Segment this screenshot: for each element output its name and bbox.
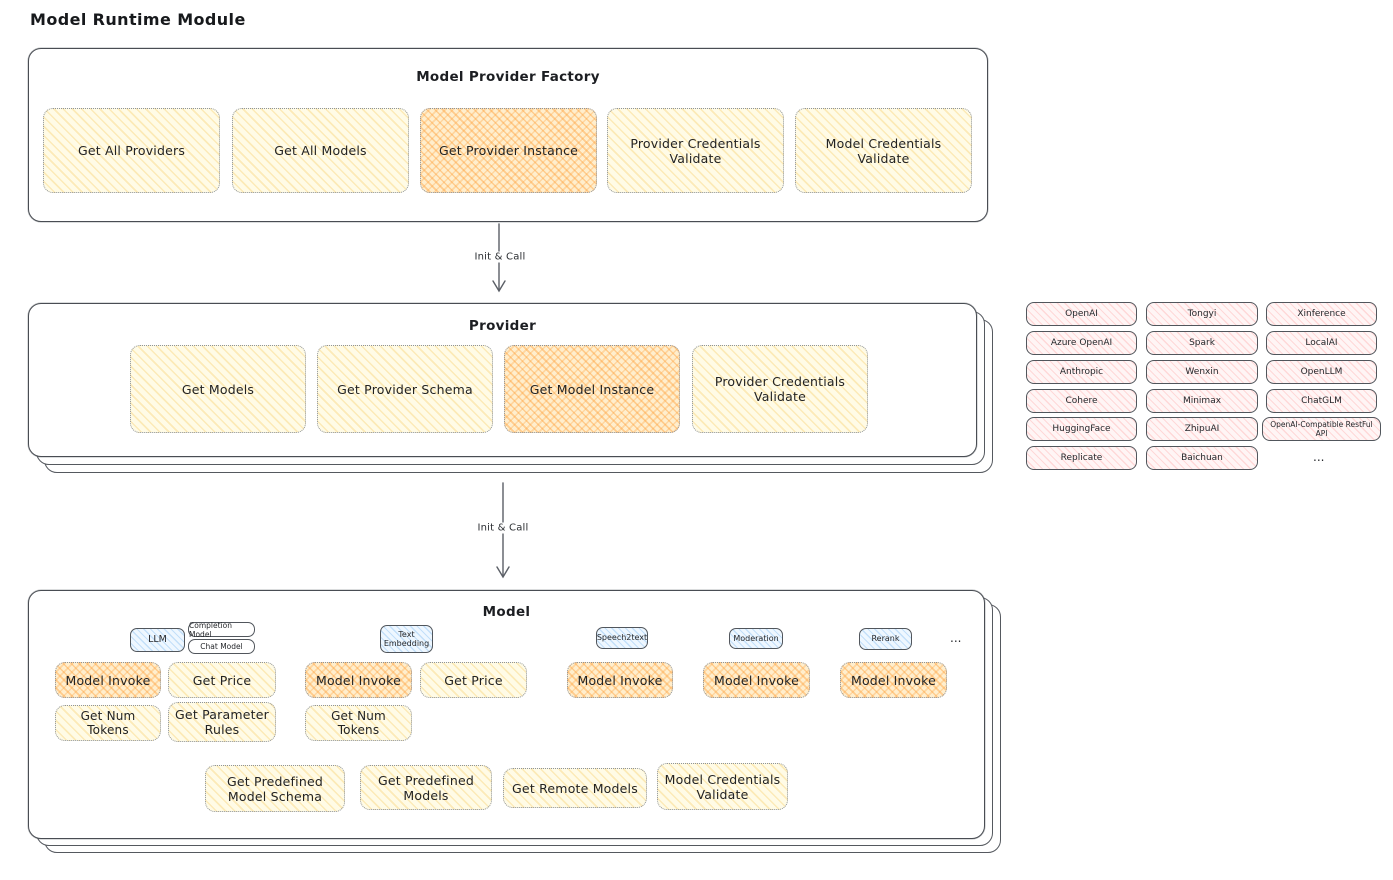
provider-cell-azure-openai: Azure OpenAI xyxy=(1026,331,1137,355)
provider-cell-wenxin: Wenxin xyxy=(1146,360,1258,384)
provider-cell-more: ... xyxy=(1313,450,1325,464)
common-op-model-credentials-validate: Model Credentials Validate xyxy=(657,763,788,810)
model-type-speech2text: Speech2text xyxy=(596,627,648,649)
provider-cell-huggingface: HuggingFace xyxy=(1026,417,1137,441)
provider-cell-tongyi: Tongyi xyxy=(1146,302,1258,326)
common-op-get-remote-models: Get Remote Models xyxy=(503,768,647,808)
provider-cell-chatglm: ChatGLM xyxy=(1266,389,1377,413)
factory-op-get-provider-instance: Get Provider Instance xyxy=(420,108,597,193)
arrow-label-init-call-1: Init & Call xyxy=(470,251,530,263)
factory-op-provider-credentials-validate: Provider Credentials Validate xyxy=(607,108,784,193)
provider-title: Provider xyxy=(468,318,537,334)
common-op-get-predefined-models: Get Predefined Models xyxy=(360,765,492,810)
model-type-llm: LLM xyxy=(130,628,185,652)
llm-op-get-num-tokens: Get Num Tokens xyxy=(55,705,161,741)
provider-cell-openllm: OpenLLM xyxy=(1266,360,1377,384)
provider-cell-baichuan: Baichuan xyxy=(1146,446,1258,470)
provider-op-get-model-instance: Get Model Instance xyxy=(504,345,680,433)
provider-cell-localai: LocalAI xyxy=(1266,331,1377,355)
provider-op-get-models: Get Models xyxy=(130,345,306,433)
common-op-get-predefined-model-schema: Get Predefined Model Schema xyxy=(205,765,345,812)
page-title: Model Runtime Module xyxy=(30,10,246,29)
factory-op-get-all-providers: Get All Providers xyxy=(43,108,220,193)
provider-cell-openai: OpenAI xyxy=(1026,302,1137,326)
rerank-op-model-invoke: Model Invoke xyxy=(840,662,947,698)
model-type-rerank: Rerank xyxy=(859,628,912,650)
model-type-chat-model: Chat Model xyxy=(188,639,255,654)
llm-op-get-price: Get Price xyxy=(168,662,276,698)
text-embedding-op-model-invoke: Model Invoke xyxy=(305,662,412,698)
model-type-more: ... xyxy=(950,631,962,645)
text-embedding-op-get-num-tokens: Get Num Tokens xyxy=(305,705,412,741)
moderation-op-model-invoke: Model Invoke xyxy=(703,662,810,698)
provider-op-provider-credentials-validate: Provider Credentials Validate xyxy=(692,345,868,433)
provider-cell-minimax: Minimax xyxy=(1146,389,1258,413)
factory-op-model-credentials-validate: Model Credentials Validate xyxy=(795,108,972,193)
llm-op-model-invoke: Model Invoke xyxy=(55,662,161,698)
factory-op-get-all-models: Get All Models xyxy=(232,108,409,193)
model-type-moderation: Moderation xyxy=(729,628,783,649)
provider-cell-zhipuai: ZhipuAI xyxy=(1146,417,1258,441)
provider-cell-cohere: Cohere xyxy=(1026,389,1137,413)
text-embedding-op-get-price: Get Price xyxy=(420,662,527,698)
provider-cell-anthropic: Anthropic xyxy=(1026,360,1137,384)
model-type-text-embedding: Text Embedding xyxy=(380,625,433,653)
provider-cell-replicate: Replicate xyxy=(1026,446,1137,470)
provider-cell-openai-compatible: OpenAI-Compatible RestFul API xyxy=(1262,417,1381,441)
provider-op-get-provider-schema: Get Provider Schema xyxy=(317,345,493,433)
provider-cell-spark: Spark xyxy=(1146,331,1258,355)
model-title: Model xyxy=(482,604,531,620)
arrow-label-init-call-2: Init & Call xyxy=(473,522,533,534)
model-type-completion-model: Completion Model xyxy=(188,621,255,639)
provider-cell-xinference: Xinference xyxy=(1266,302,1377,326)
llm-op-get-parameter-rules: Get Parameter Rules xyxy=(168,702,276,742)
factory-title: Model Provider Factory xyxy=(416,69,600,85)
speech2text-op-model-invoke: Model Invoke xyxy=(567,662,673,698)
